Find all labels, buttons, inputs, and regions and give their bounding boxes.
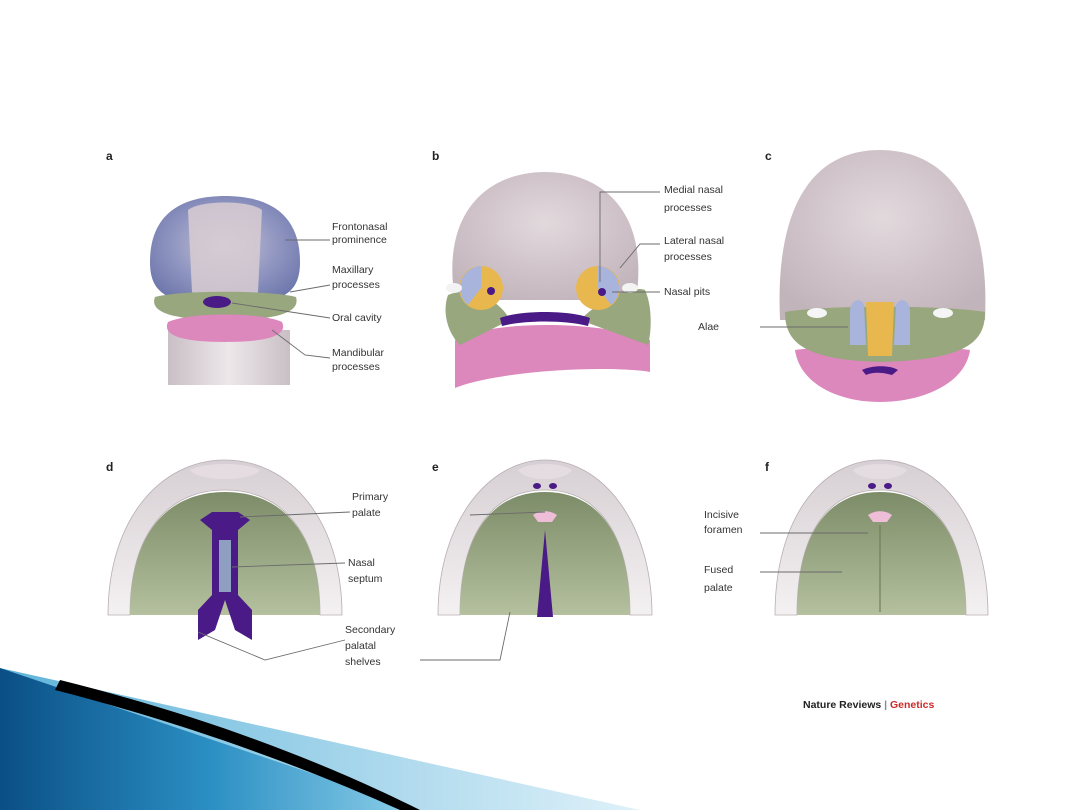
label-mandibular-1: Mandibular <box>332 347 384 359</box>
label-nasal-pits: Nasal pits <box>664 286 710 298</box>
leader-primary-palate-d <box>239 511 351 518</box>
label-incisive-2: foramen <box>704 524 743 536</box>
maxillary-right-b <box>580 289 651 345</box>
leader-oral <box>231 302 331 319</box>
incisive-foramen-shape <box>868 511 892 522</box>
mandibular-processes-shape <box>166 314 284 342</box>
frontonasal-midline <box>188 202 262 298</box>
leader-secondary-e <box>420 611 511 661</box>
jaw-ring-e <box>437 459 653 616</box>
eye-left-c <box>807 308 827 318</box>
label-fused-1: Fused <box>704 564 733 576</box>
nostril-left-f <box>868 483 876 489</box>
label-incisive-1: Incisive <box>704 509 739 521</box>
panel-c: c Alae <box>698 149 986 402</box>
nasal-pit-right <box>598 288 606 296</box>
label-maxillary-1: Maxillary <box>332 264 374 276</box>
leader-mandibular <box>271 329 331 359</box>
label-oral-cavity: Oral cavity <box>332 312 382 324</box>
label-alae: Alae <box>698 321 719 333</box>
label-primary-1: Primary <box>352 491 389 503</box>
label-frontonasal-1: Frontonasal <box>332 221 387 233</box>
label-medial-nasal-2: processes <box>664 202 712 214</box>
mandibular-shape-b <box>455 325 650 388</box>
nostril-left-e <box>533 483 541 489</box>
eye-left-b <box>446 283 462 293</box>
panel-letter-d: d <box>106 460 113 474</box>
label-lateral-nasal-1: Lateral nasal <box>664 235 724 247</box>
panel-b: b Medial nasal processes Lateral nasal p… <box>432 149 724 388</box>
medial-nasal-left <box>459 266 481 305</box>
primary-palate-e <box>533 511 557 522</box>
label-secondary-3: shelves <box>345 656 381 668</box>
palatal-cleft-e <box>537 530 553 617</box>
leader-lateral-nasal <box>619 243 660 269</box>
septum-core <box>219 540 231 592</box>
oral-cavity-b <box>500 312 590 326</box>
nose-tip-e <box>518 464 572 479</box>
panel-letter-a: a <box>106 149 113 163</box>
label-frontonasal-2: prominence <box>332 234 387 246</box>
label-medial-nasal-1: Medial nasal <box>664 184 723 196</box>
label-nasal-septum-1: Nasal <box>348 557 375 569</box>
leader-nasal-septum <box>231 562 346 568</box>
nose-tip-f <box>853 464 907 479</box>
nasal-pit-left <box>487 287 495 295</box>
oral-cavity-shape <box>203 296 231 308</box>
label-secondary-2: palatal <box>345 640 376 652</box>
panel-letter-b: b <box>432 149 439 163</box>
credit-journal: Nature Reviews <box>803 699 881 711</box>
panel-d: d Primary palate Nasal septum Secondary … <box>106 459 396 668</box>
label-primary-2: palate <box>352 507 381 519</box>
ala-left <box>850 300 866 345</box>
panel-f: f Incisive foramen Fused palate <box>704 459 989 616</box>
nasal-midline-c <box>866 302 894 356</box>
medial-nasal-right <box>598 266 620 305</box>
label-fused-2: palate <box>704 582 733 594</box>
label-nasal-septum-2: septum <box>348 573 383 585</box>
credit-separator: | <box>881 699 890 711</box>
mandibular-shape-c <box>795 346 970 402</box>
decor-blue-wedge <box>0 668 420 810</box>
fused-palate-shape <box>797 492 966 615</box>
nostril-right-f <box>884 483 892 489</box>
mouth-c <box>862 366 898 375</box>
leader-maxillary <box>289 284 331 293</box>
panel-letter-c: c <box>765 149 772 163</box>
panel-e: e <box>420 459 653 661</box>
head-shape-c <box>779 150 986 320</box>
eye-right-b <box>622 283 638 293</box>
embryo-neck <box>168 330 290 385</box>
label-secondary-1: Secondary <box>345 624 396 636</box>
figure-credit: Nature Reviews | Genetics <box>803 699 934 711</box>
nose-tip-d <box>190 464 260 479</box>
leader-medial-nasal <box>599 191 660 282</box>
jaw-ring-d <box>107 459 343 616</box>
credit-section: Genetics <box>890 699 935 711</box>
label-maxillary-2: processes <box>332 279 380 291</box>
panel-a: a Frontonasal prominence Maxillary proce… <box>106 149 387 385</box>
nostril-right-e <box>549 483 557 489</box>
label-mandibular-2: processes <box>332 361 380 373</box>
ala-right <box>894 300 910 345</box>
slide-decoration <box>0 668 640 810</box>
jaw-ring-f <box>774 459 989 616</box>
panel-letter-e: e <box>432 460 439 474</box>
leader-primary-palate-e <box>469 511 546 516</box>
decor-black-swoosh <box>55 680 420 810</box>
eye-right-c <box>933 308 953 318</box>
panel-letter-f: f <box>765 460 770 474</box>
label-lateral-nasal-2: processes <box>664 251 712 263</box>
leader-secondary-d <box>197 631 346 661</box>
